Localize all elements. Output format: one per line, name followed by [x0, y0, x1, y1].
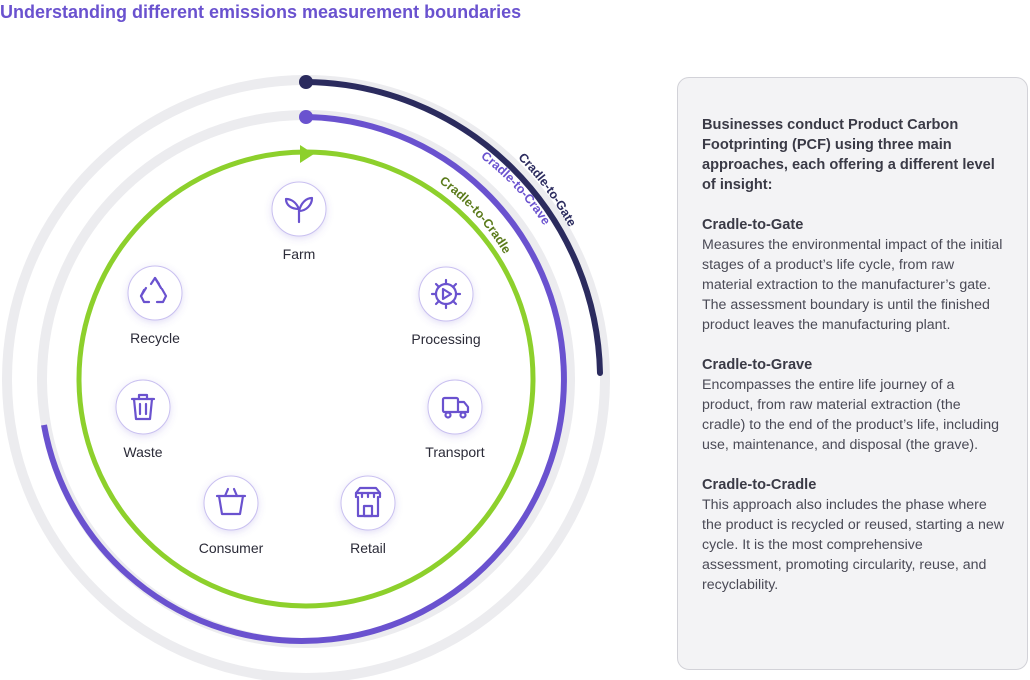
- stage-farm: Farm: [271, 181, 327, 262]
- section-cradle-to-grave: Cradle-to-Grave Encompasses the entire l…: [702, 355, 1005, 455]
- section-heading: Cradle-to-Grave: [702, 357, 813, 373]
- stage-label: Consumer: [199, 540, 264, 556]
- cradle-to-cradle-arrowhead: [300, 145, 314, 163]
- section-heading: Cradle-to-Gate: [702, 217, 804, 233]
- stage-label: Retail: [350, 540, 386, 556]
- section-body: This approach also includes the phase wh…: [702, 497, 1005, 593]
- store-icon: [354, 486, 382, 518]
- info-panel: Businesses conduct Product Carbon Footpr…: [677, 77, 1028, 670]
- section-cradle-to-cradle: Cradle-to-Cradle This approach also incl…: [702, 475, 1005, 595]
- sprout-icon: [284, 196, 314, 224]
- section-heading: Cradle-to-Cradle: [702, 477, 817, 493]
- page-title: Understanding different emissions measur…: [0, 2, 522, 22]
- truck-icon: [441, 396, 470, 419]
- stage-processing: Processing: [411, 266, 481, 347]
- stage-transport: Transport: [425, 379, 485, 460]
- stage-label: Waste: [123, 444, 162, 460]
- life-cycle-diagram: Cradle-to-Gate Cradle-to-Crave Cradle-to…: [2, 75, 610, 680]
- section-body: Encompasses the entire life journey of a…: [702, 377, 1000, 453]
- stage-consumer: Consumer: [199, 475, 264, 556]
- section-cradle-to-gate: Cradle-to-Gate Measures the environmenta…: [702, 215, 1005, 335]
- stage-retail: Retail: [340, 475, 396, 556]
- cradle-to-gate-arc: [303, 79, 603, 376]
- basket-icon: [215, 487, 247, 516]
- stage-waste: Waste: [115, 379, 171, 460]
- gear-icon: [430, 278, 462, 310]
- section-body: Measures the environmental impact of the…: [702, 237, 1003, 333]
- trash-icon: [130, 393, 156, 421]
- panel-intro: Businesses conduct Product Carbon Footpr…: [702, 117, 995, 193]
- stage-label: Farm: [283, 246, 316, 262]
- stage-label: Recycle: [130, 330, 180, 346]
- cradle-to-grave-arc: [41, 114, 567, 644]
- recycle-icon: [139, 276, 168, 304]
- cradle-to-gate-start-dot: [299, 75, 313, 89]
- stage-recycle: Recycle: [127, 265, 183, 346]
- stage-label: Processing: [411, 331, 480, 347]
- cradle-to-grave-start-dot: [299, 110, 313, 124]
- stage-label: Transport: [425, 444, 485, 460]
